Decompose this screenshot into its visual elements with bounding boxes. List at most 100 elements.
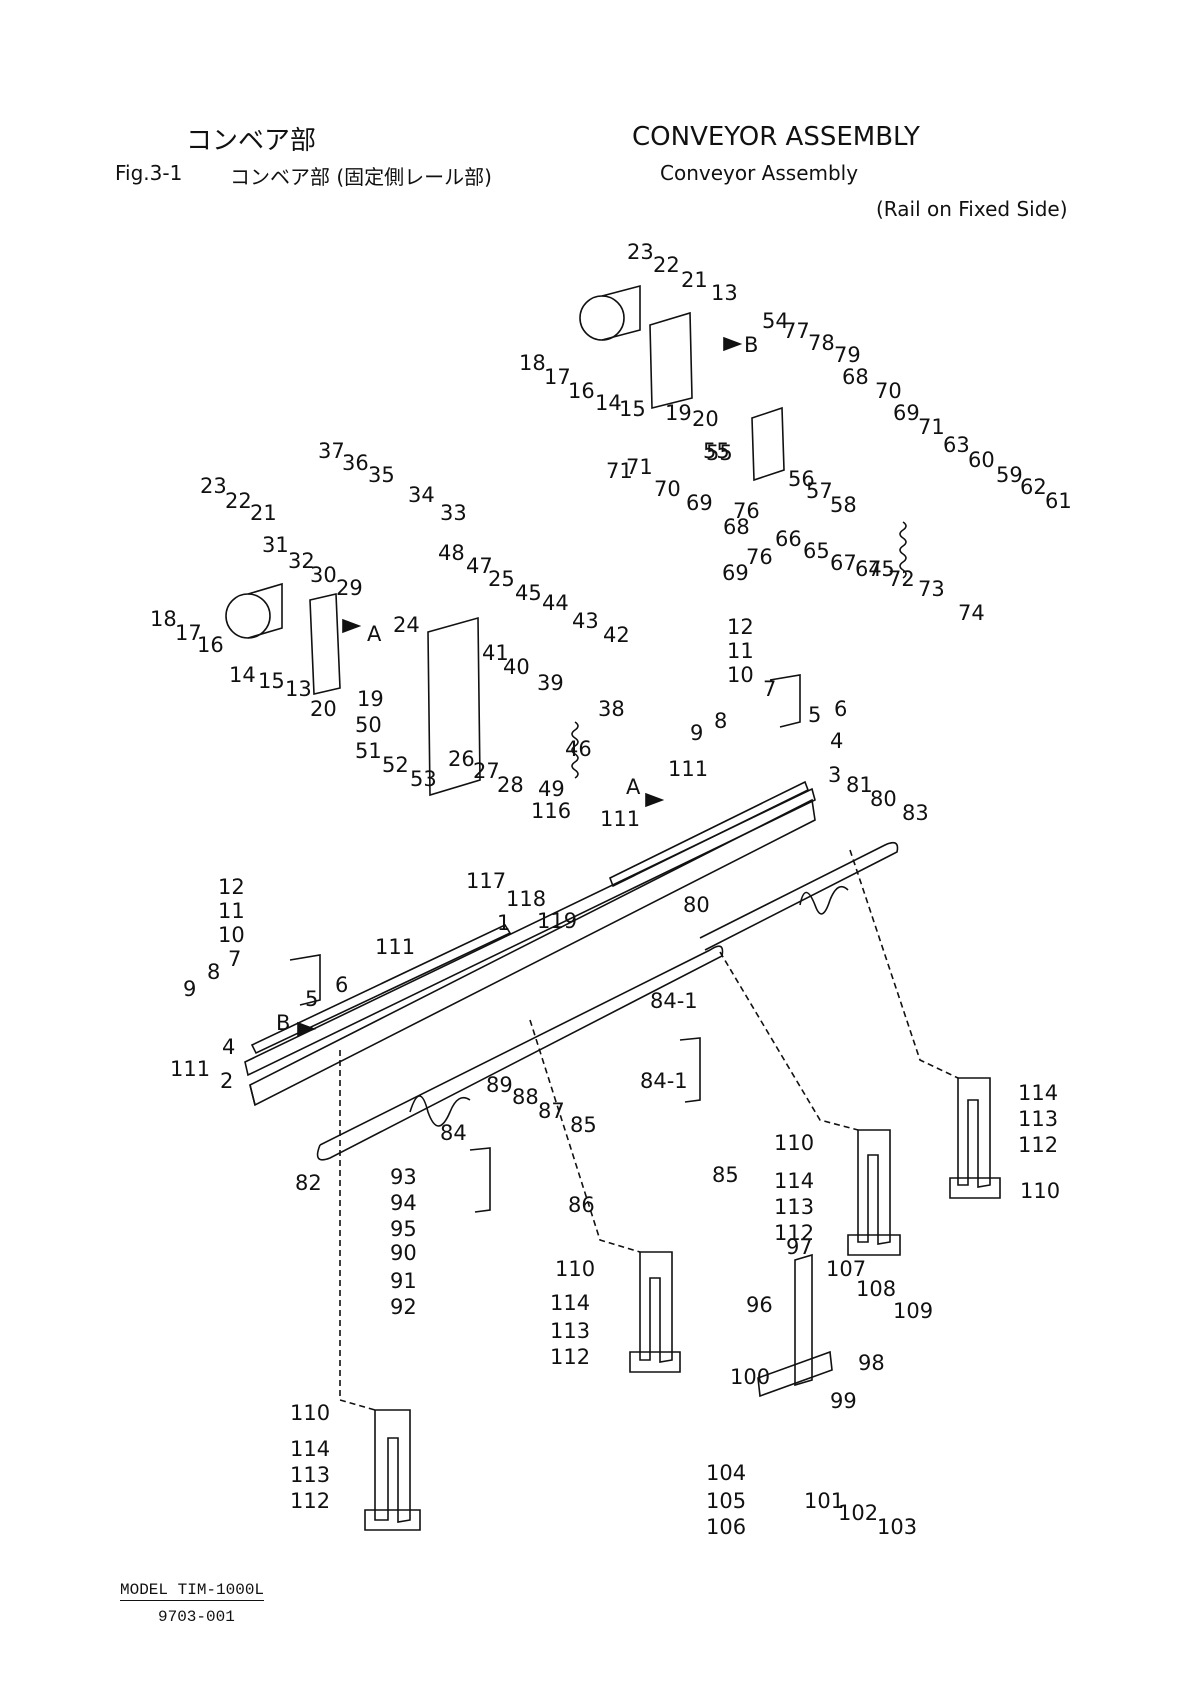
callout: 64: [855, 557, 882, 581]
callout: 19: [357, 687, 384, 711]
callout: 62: [1020, 475, 1047, 499]
callout: 61: [1045, 489, 1072, 513]
callout: 97: [786, 1235, 813, 1259]
callout: 71: [918, 415, 945, 439]
callout: 9: [183, 977, 196, 1001]
callout: 111: [668, 757, 708, 781]
callout: 8: [714, 709, 727, 733]
callout: 95: [390, 1217, 417, 1241]
callout: 40: [503, 655, 530, 679]
callout: 65: [803, 539, 830, 563]
callout: 84: [440, 1121, 467, 1145]
callout: 119: [537, 909, 577, 933]
callout: 39: [537, 671, 564, 695]
callout: 22: [653, 253, 680, 277]
callout: 102: [838, 1501, 878, 1525]
callout: 42: [603, 623, 630, 647]
callout: 45: [515, 581, 542, 605]
callout: 32: [288, 549, 315, 573]
callout: 5: [305, 987, 318, 1011]
callout: 22: [225, 489, 252, 513]
callout: 93: [390, 1165, 417, 1189]
callout: 1: [497, 911, 510, 935]
callout: 11: [218, 899, 245, 923]
view-marker: A: [626, 775, 641, 799]
callout: 75: [868, 557, 895, 581]
callout: 16: [568, 379, 595, 403]
callout: 108: [856, 1277, 896, 1301]
japanese-subtitle: コンベア部 (固定側レール部): [230, 165, 492, 189]
callout: 90: [390, 1241, 417, 1265]
callout: 85: [570, 1113, 597, 1137]
callout: 112: [550, 1345, 590, 1369]
callout: 73: [918, 577, 945, 601]
callout: 103: [877, 1515, 917, 1539]
callout: 113: [774, 1195, 814, 1219]
callout: 69: [722, 561, 749, 585]
english-subtitle-detail: (Rail on Fixed Side): [876, 197, 1068, 221]
callout: 20: [692, 407, 719, 431]
callout: 36: [342, 451, 369, 475]
callout: 116: [531, 799, 571, 823]
callout: 70: [875, 379, 902, 403]
callout: 12: [218, 875, 245, 899]
callout: 67: [830, 551, 857, 575]
callout: 104: [706, 1461, 746, 1485]
callout: 37: [318, 439, 345, 463]
callout: 110: [1020, 1179, 1060, 1203]
callout: 54: [762, 309, 789, 333]
callout: 16: [197, 633, 224, 657]
callout: 51: [355, 739, 382, 763]
callout: 71: [606, 459, 633, 483]
callout: 8: [207, 960, 220, 984]
callout: 55: [703, 439, 730, 463]
callout: 10: [727, 663, 754, 687]
callout: 78: [808, 331, 835, 355]
callout: 86: [568, 1193, 595, 1217]
callout: 4: [830, 729, 843, 753]
callout: 106: [706, 1515, 746, 1539]
callout: 107: [826, 1257, 866, 1281]
callout: 83: [902, 801, 929, 825]
callout: 82: [295, 1171, 322, 1195]
callout: 19: [665, 401, 692, 425]
callout: 55: [706, 441, 733, 465]
callout: 49: [538, 777, 565, 801]
callout: 94: [390, 1191, 417, 1215]
callout: 18: [519, 351, 546, 375]
callout: 68: [723, 515, 750, 539]
callout: 80: [683, 893, 710, 917]
english-subtitle: Conveyor Assembly: [660, 161, 859, 185]
document-number: 9703-001: [158, 1608, 235, 1626]
callout: 15: [619, 397, 646, 421]
view-markers: A B A B: [276, 333, 758, 1035]
callout: 110: [290, 1401, 330, 1425]
callout: 6: [335, 973, 348, 997]
callout: 114: [774, 1169, 814, 1193]
callout: 114: [290, 1437, 330, 1461]
callout: 48: [438, 541, 465, 565]
callout: 84-1: [640, 1069, 688, 1093]
callout: 110: [774, 1131, 814, 1155]
callout: 81: [846, 773, 873, 797]
callout: 85: [712, 1163, 739, 1187]
callout: 25: [488, 567, 515, 591]
figure-label: Fig.3-1: [115, 161, 183, 185]
callout: 66: [775, 527, 802, 551]
callout: 114: [1018, 1081, 1058, 1105]
callout: 76: [733, 499, 760, 523]
callout: 13: [711, 281, 738, 305]
callout: 33: [440, 501, 467, 525]
callout: 13: [285, 677, 312, 701]
callout: 9: [690, 721, 703, 745]
callout: 7: [763, 677, 776, 701]
callout: 31: [262, 533, 289, 557]
callout: 23: [627, 240, 654, 264]
callout: 21: [681, 268, 708, 292]
callout: 10: [218, 923, 245, 947]
callout: 72: [888, 567, 915, 591]
callout: 100: [730, 1365, 770, 1389]
diagram-linework: [225, 284, 1001, 1531]
callout: 112: [774, 1221, 814, 1245]
